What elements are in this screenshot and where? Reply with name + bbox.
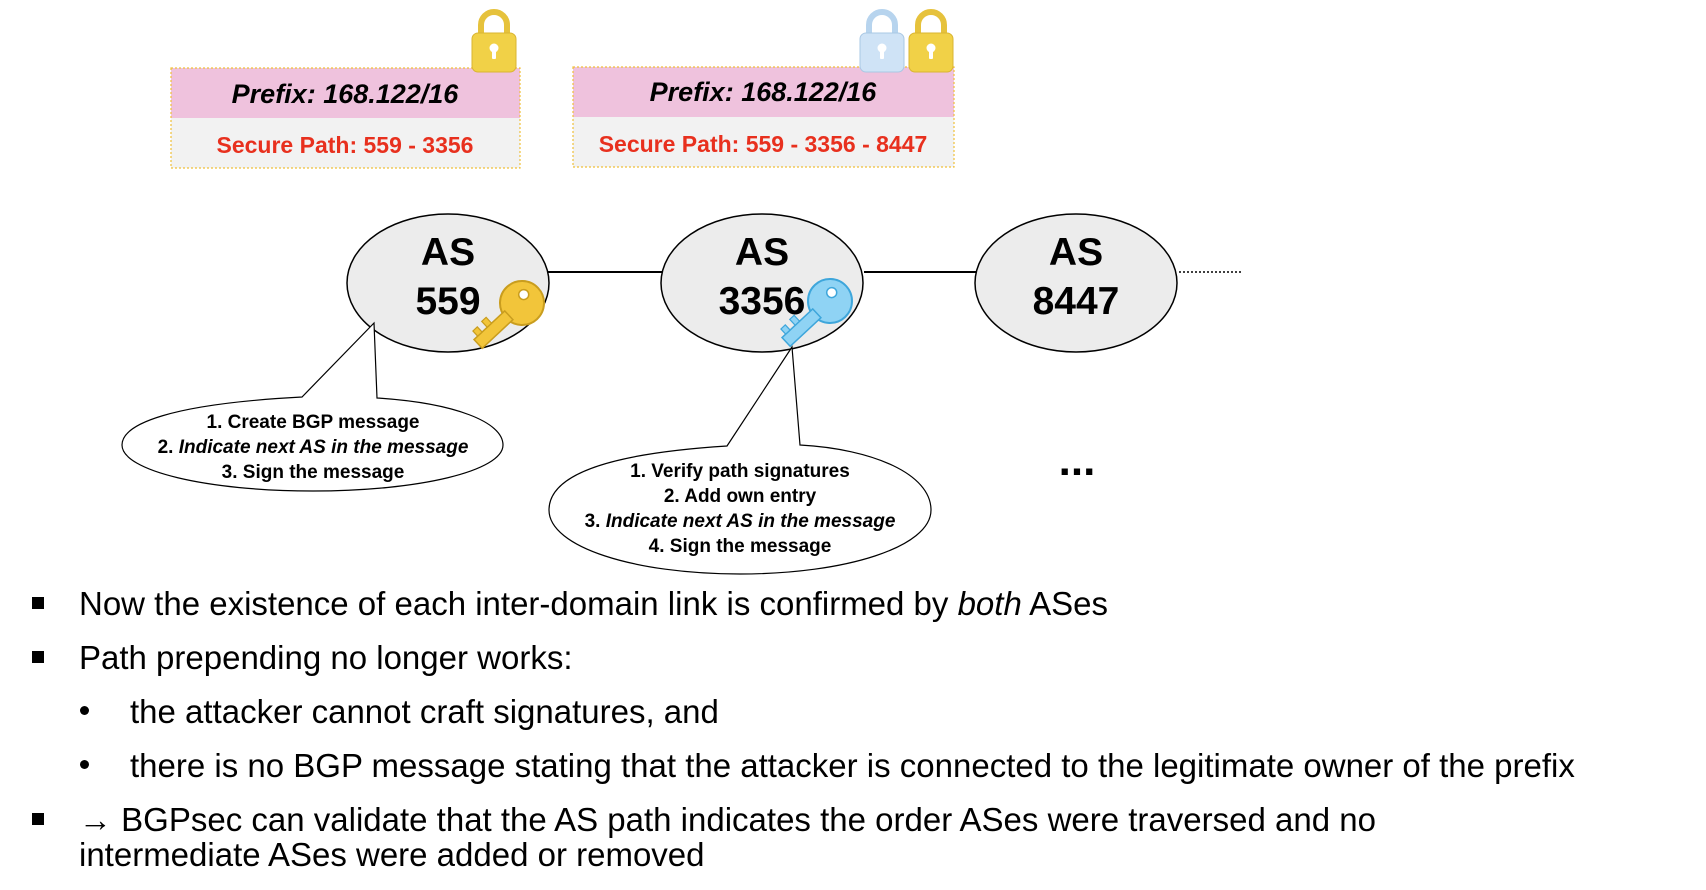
key-blue-icon bbox=[780, 278, 853, 348]
lock-gold-icon bbox=[471, 9, 517, 73]
callout-line-2: 2. Indicate next AS in the message bbox=[158, 437, 469, 458]
ellipsis: ... bbox=[1059, 436, 1096, 485]
bullet-item: Now the existence of each inter-domain l… bbox=[0, 586, 1706, 622]
as-node-8447: AS 8447 bbox=[974, 213, 1178, 353]
callout-line-2: 2. Add own entry bbox=[664, 486, 817, 507]
bullet-item: Path prepending no longer works: bbox=[0, 640, 1706, 676]
bullet-text-post: ASes bbox=[1021, 585, 1109, 622]
lock-gold-icon bbox=[908, 9, 954, 73]
as-label: AS bbox=[1049, 231, 1103, 274]
bullet-text-em: both bbox=[957, 585, 1022, 622]
bullet-item: → BGPsec can validate that the AS path i… bbox=[0, 802, 1706, 872]
callout-line-3: 3. Indicate next AS in the message bbox=[585, 511, 896, 532]
as-number: 3356 bbox=[719, 280, 806, 323]
prefix-label: Prefix: 168.122/16 bbox=[232, 79, 460, 109]
bullet-text-line-1: → BGPsec can validate that the AS path i… bbox=[79, 801, 1376, 838]
as-label: AS bbox=[735, 231, 789, 274]
lock-blue-icon bbox=[859, 9, 905, 73]
callout-as559: 1. Create BGP message 2. Indicate next A… bbox=[121, 321, 504, 492]
bullet-text: Path prepending no longer works: bbox=[79, 639, 573, 676]
sub-bullet-text: there is no BGP message stating that the… bbox=[130, 747, 1575, 784]
bgp-message-box-2: Prefix: 168.122/16 Secure Path: 559 - 33… bbox=[572, 66, 955, 168]
prefix-label: Prefix: 168.122/16 bbox=[650, 77, 878, 107]
secure-path-label: Secure Path: 559 - 3356 - 8447 bbox=[599, 131, 928, 157]
callout-as3356: 1. Verify path signatures 2. Add own ent… bbox=[548, 345, 932, 575]
sub-bullet-item: there is no BGP message stating that the… bbox=[0, 748, 1706, 784]
callout-line-3: 3. Sign the message bbox=[222, 462, 405, 483]
bullet-text-pre: Now the existence of each inter-domain l… bbox=[79, 585, 958, 622]
callout-line-4: 4. Sign the message bbox=[649, 536, 832, 557]
sub-bullet-text: the attacker cannot craft signatures, an… bbox=[130, 693, 719, 730]
square-bullet-icon bbox=[32, 813, 44, 825]
round-bullet-icon bbox=[80, 760, 89, 769]
sub-bullet-item: the attacker cannot craft signatures, an… bbox=[0, 694, 1706, 730]
callout-line-1: 1. Verify path signatures bbox=[630, 461, 850, 482]
bullet-list: Now the existence of each inter-domain l… bbox=[0, 586, 1706, 890]
round-bullet-icon bbox=[80, 706, 89, 715]
as-label: AS bbox=[421, 231, 475, 274]
as-number: 559 bbox=[415, 280, 480, 323]
callout-line-1: 1. Create BGP message bbox=[207, 412, 420, 433]
square-bullet-icon bbox=[32, 597, 44, 609]
bgp-message-box-1: Prefix: 168.122/16 Secure Path: 559 - 33… bbox=[170, 67, 521, 169]
square-bullet-icon bbox=[32, 651, 44, 663]
bullet-text-line-2: intermediate ASes were added or removed bbox=[79, 836, 705, 873]
as-number: 8447 bbox=[1033, 280, 1120, 323]
secure-path-label: Secure Path: 559 - 3356 bbox=[217, 132, 474, 158]
key-gold-icon bbox=[472, 280, 545, 350]
